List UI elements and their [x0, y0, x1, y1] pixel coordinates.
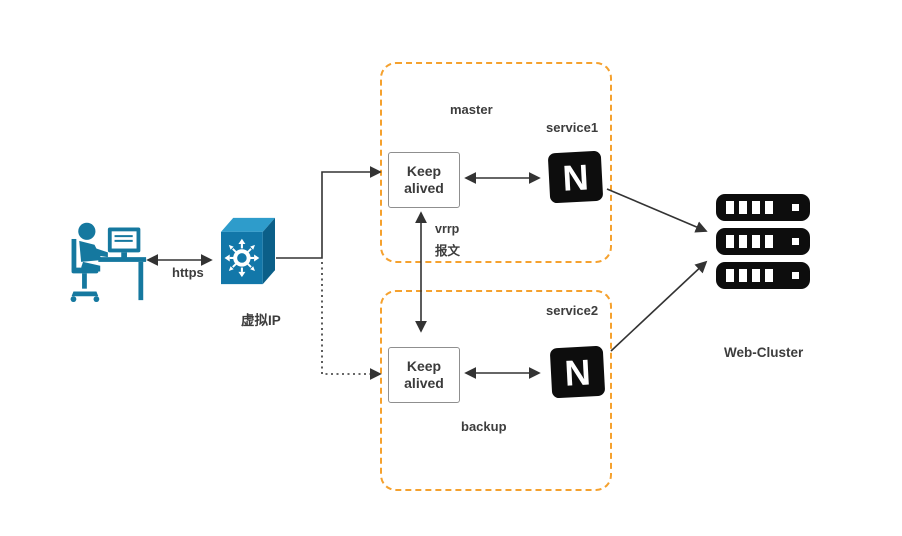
keepalived-master-box: Keep alived	[388, 152, 460, 208]
https-label: https	[172, 265, 204, 280]
vrrp-label-line2: 报文	[435, 244, 461, 258]
nginx-backup-icon: N	[550, 346, 605, 399]
virtual-ip-label: 虚拟IP	[241, 313, 281, 328]
virtual-ip-switch-icon	[221, 217, 275, 285]
switch-to-backup-keepalived-dotted-line	[321, 262, 382, 380]
web-cluster-icon	[716, 194, 810, 289]
web-cluster-label: Web-Cluster	[724, 345, 804, 360]
keepalived-backup-line1: Keep	[406, 357, 442, 374]
keepalived-backup-box: Keep alived	[388, 347, 460, 403]
service1-to-cluster-arrow	[606, 188, 708, 233]
nginx-master-letter: N	[561, 156, 589, 198]
service2-label: service2	[546, 303, 599, 318]
master-group-title: master	[450, 102, 493, 117]
keepalived-master-line1: Keep	[406, 162, 442, 179]
keepalived-backup-line2: alived	[404, 375, 444, 391]
backup-group-title: backup	[461, 419, 507, 434]
backup-group-box	[380, 290, 612, 491]
nginx-master-icon: N	[548, 151, 603, 204]
service2-to-cluster-arrow	[610, 260, 708, 352]
nginx-backup-letter: N	[563, 351, 591, 393]
service1-label: service1	[546, 120, 599, 135]
master-group-box	[380, 62, 612, 263]
client-user-icon	[70, 222, 147, 303]
vrrp-label-line1: vrrp	[435, 222, 460, 236]
keepalived-master-line2: alived	[404, 180, 444, 196]
switch-to-master-keepalived-line	[276, 166, 382, 259]
